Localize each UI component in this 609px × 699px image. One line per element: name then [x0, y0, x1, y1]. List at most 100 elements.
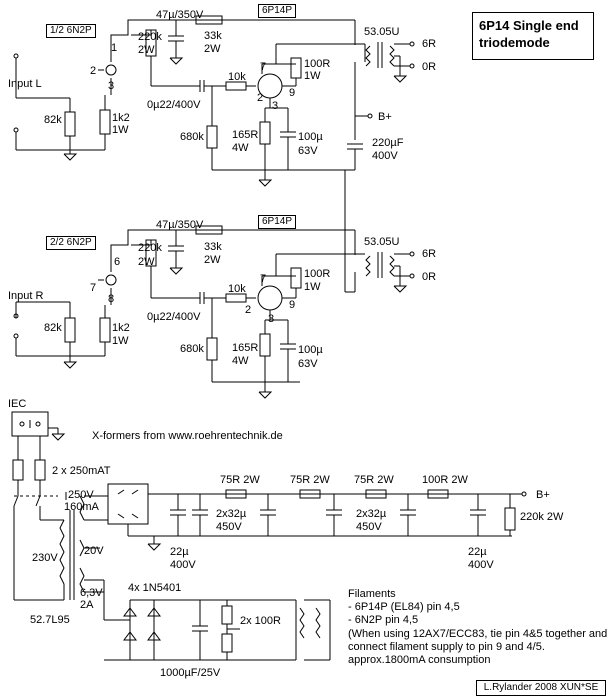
- cap-coupling-label-right: 0µ22/400V: [147, 311, 201, 323]
- filaments-line-2: - 6N2P pin 4,5: [348, 614, 419, 626]
- bplus-label-top: B+: [378, 111, 392, 123]
- title-line-2: triodemode: [479, 35, 550, 50]
- cap-22u-b-volt: 400V: [468, 559, 494, 571]
- r-100r-watt-left: 1W: [304, 70, 321, 82]
- tube-pin-7-right: 7: [260, 273, 267, 285]
- r-165r-label-left: 165R: [232, 129, 259, 141]
- iec-label: IEC: [8, 398, 27, 410]
- preamp-pin-1: 1: [111, 42, 118, 54]
- title-line-1: 6P14 Single end: [479, 18, 579, 33]
- r-680k-label-left: 680k: [180, 131, 204, 143]
- preamp-tube-box-left: 1/2 6N2P: [46, 24, 96, 38]
- preamp-pin-2: 2: [90, 65, 97, 77]
- r-82k-label-left: 82k: [44, 114, 62, 126]
- r-33k-label-left: 33k: [204, 30, 222, 42]
- cap-2x32-b-label: 2x32µ: [356, 508, 387, 520]
- otx-label-left: 53.05U: [364, 26, 400, 38]
- author-footer: L.Rylander 2008 XUN*SE: [476, 680, 606, 696]
- transformer-label: 52.7L95: [30, 614, 70, 626]
- preamp-pin-6: 6: [114, 256, 121, 268]
- diodes-label: 4x 1N5401: [128, 582, 182, 594]
- channel-left-wiring: [13, 15, 415, 187]
- sec-6v3-label: 6,3V: [80, 587, 103, 599]
- input-right-label: Input R: [8, 290, 44, 302]
- r-10k-label-left: 10k: [228, 71, 246, 83]
- r-bleed-label: 220k 2W: [520, 511, 564, 523]
- tube-pin-3-right: 3: [268, 313, 275, 325]
- r2-label: 75R 2W: [290, 474, 330, 486]
- filaments-line-3: (When using 12AX7/ECC83, tie pin 4&5 tog…: [348, 628, 608, 640]
- filaments-heading: Filaments: [348, 588, 396, 600]
- cap-47u-label-left: 47µ/350V: [156, 9, 204, 21]
- tube-pin-7-left: 7: [260, 61, 267, 73]
- r-1k2-watt-left: 1W: [112, 124, 129, 136]
- filaments-line-1: - 6P14P (EL84) pin 4,5: [348, 601, 460, 613]
- cap-220u-volt: 400V: [372, 150, 398, 162]
- r-165r-watt-right: 4W: [232, 355, 249, 367]
- tube-pin-9-left: 9: [289, 87, 296, 99]
- r-100r-label-left: 100R: [304, 58, 331, 70]
- sec-20v-label: 20V: [84, 545, 104, 557]
- xformers-note: X-formers from www.roehrentechnik.de: [92, 430, 283, 442]
- r-33k-watt-right: 2W: [204, 254, 221, 266]
- cap-220u-label: 220µF: [372, 137, 404, 149]
- r-220k-label-right: 220k: [138, 242, 162, 254]
- schematic-title: 6P14 Single end triodemode: [472, 12, 594, 60]
- r-680k-label-right: 680k: [180, 343, 204, 355]
- r3-label: 75R 2W: [354, 474, 394, 486]
- fuses-label: 2 x 250mAT: [52, 465, 111, 477]
- input-left-label: Input L: [8, 78, 42, 90]
- sec-6v3-current: 2A: [80, 599, 94, 611]
- cap-2x32-a-label: 2x32µ: [216, 508, 247, 520]
- r-1k2-label-left: 1k2: [112, 112, 130, 124]
- cap-100u-volt-right: 63V: [298, 358, 318, 370]
- tap-6r-left: 6R: [422, 38, 437, 50]
- cap-22u-a-volt: 400V: [170, 559, 196, 571]
- r-1k2-label-right: 1k2: [112, 322, 130, 334]
- cap-22u-a-label: 22µ: [170, 546, 189, 558]
- output-tube-box-left: 6P14P: [258, 4, 297, 18]
- filaments-line-5: approx.1800mA consumption: [348, 654, 491, 666]
- tap-6r-right: 6R: [422, 248, 437, 260]
- cap-100u-volt-left: 63V: [298, 145, 318, 157]
- r-33k-label-right: 33k: [204, 241, 222, 253]
- output-tube-box-right: 6P14P: [258, 215, 297, 229]
- r-33k-watt-left: 2W: [204, 43, 221, 55]
- r-220k-label-left: 220k: [138, 31, 162, 43]
- cap-2x32-b-volt: 450V: [356, 521, 382, 533]
- power-supply-wiring: [11, 411, 527, 661]
- cap-47u-label-right: 47µ/350V: [156, 219, 204, 231]
- r-1k2-watt-right: 1W: [112, 335, 129, 347]
- tap-0r-left: 0R: [422, 61, 437, 73]
- cap-2x32-a-volt: 450V: [216, 521, 242, 533]
- preamp-pin-3: 3: [108, 80, 115, 92]
- primary-label: 230V: [32, 552, 58, 564]
- cap-coupling-label-left: 0µ22/400V: [147, 99, 201, 111]
- preamp-tube-box-right: 2/2 6N2P: [46, 236, 96, 250]
- channel-right-wiring: [13, 170, 415, 399]
- preamp-pin-7: 7: [90, 282, 97, 294]
- sec-hv-label: 250V: [68, 489, 94, 501]
- bplus-label-psu: B+: [536, 489, 550, 501]
- otx-label-right: 53.05U: [364, 236, 400, 248]
- r-165r-label-right: 165R: [232, 342, 259, 354]
- r-100r-label-right: 100R: [304, 268, 331, 280]
- cap-100u-label-right: 100µ: [298, 344, 323, 356]
- cap-22u-b-label: 22µ: [468, 546, 487, 558]
- preamp-pin-8: 8: [108, 293, 115, 305]
- sec-hv-current: 160mA: [64, 501, 99, 513]
- r1-label: 75R 2W: [220, 474, 260, 486]
- filaments-line-4: connect filament supply to pin 9 and 4/5…: [348, 641, 545, 653]
- r-82k-label-right: 82k: [44, 322, 62, 334]
- tube-pin-9-right: 9: [289, 299, 296, 311]
- r4-label: 100R 2W: [422, 474, 468, 486]
- cap-100u-label-left: 100µ: [298, 131, 323, 143]
- r-220k-watt-left: 2W: [138, 44, 155, 56]
- r-220k-watt-right: 2W: [138, 256, 155, 268]
- cap-fil-label: 1000µF/25V: [160, 667, 221, 679]
- r-fil-label: 2x 100R: [240, 615, 281, 627]
- r-165r-watt-left: 4W: [232, 142, 249, 154]
- r-100r-watt-right: 1W: [304, 281, 321, 293]
- tube-pin-2-right: 2: [245, 304, 252, 316]
